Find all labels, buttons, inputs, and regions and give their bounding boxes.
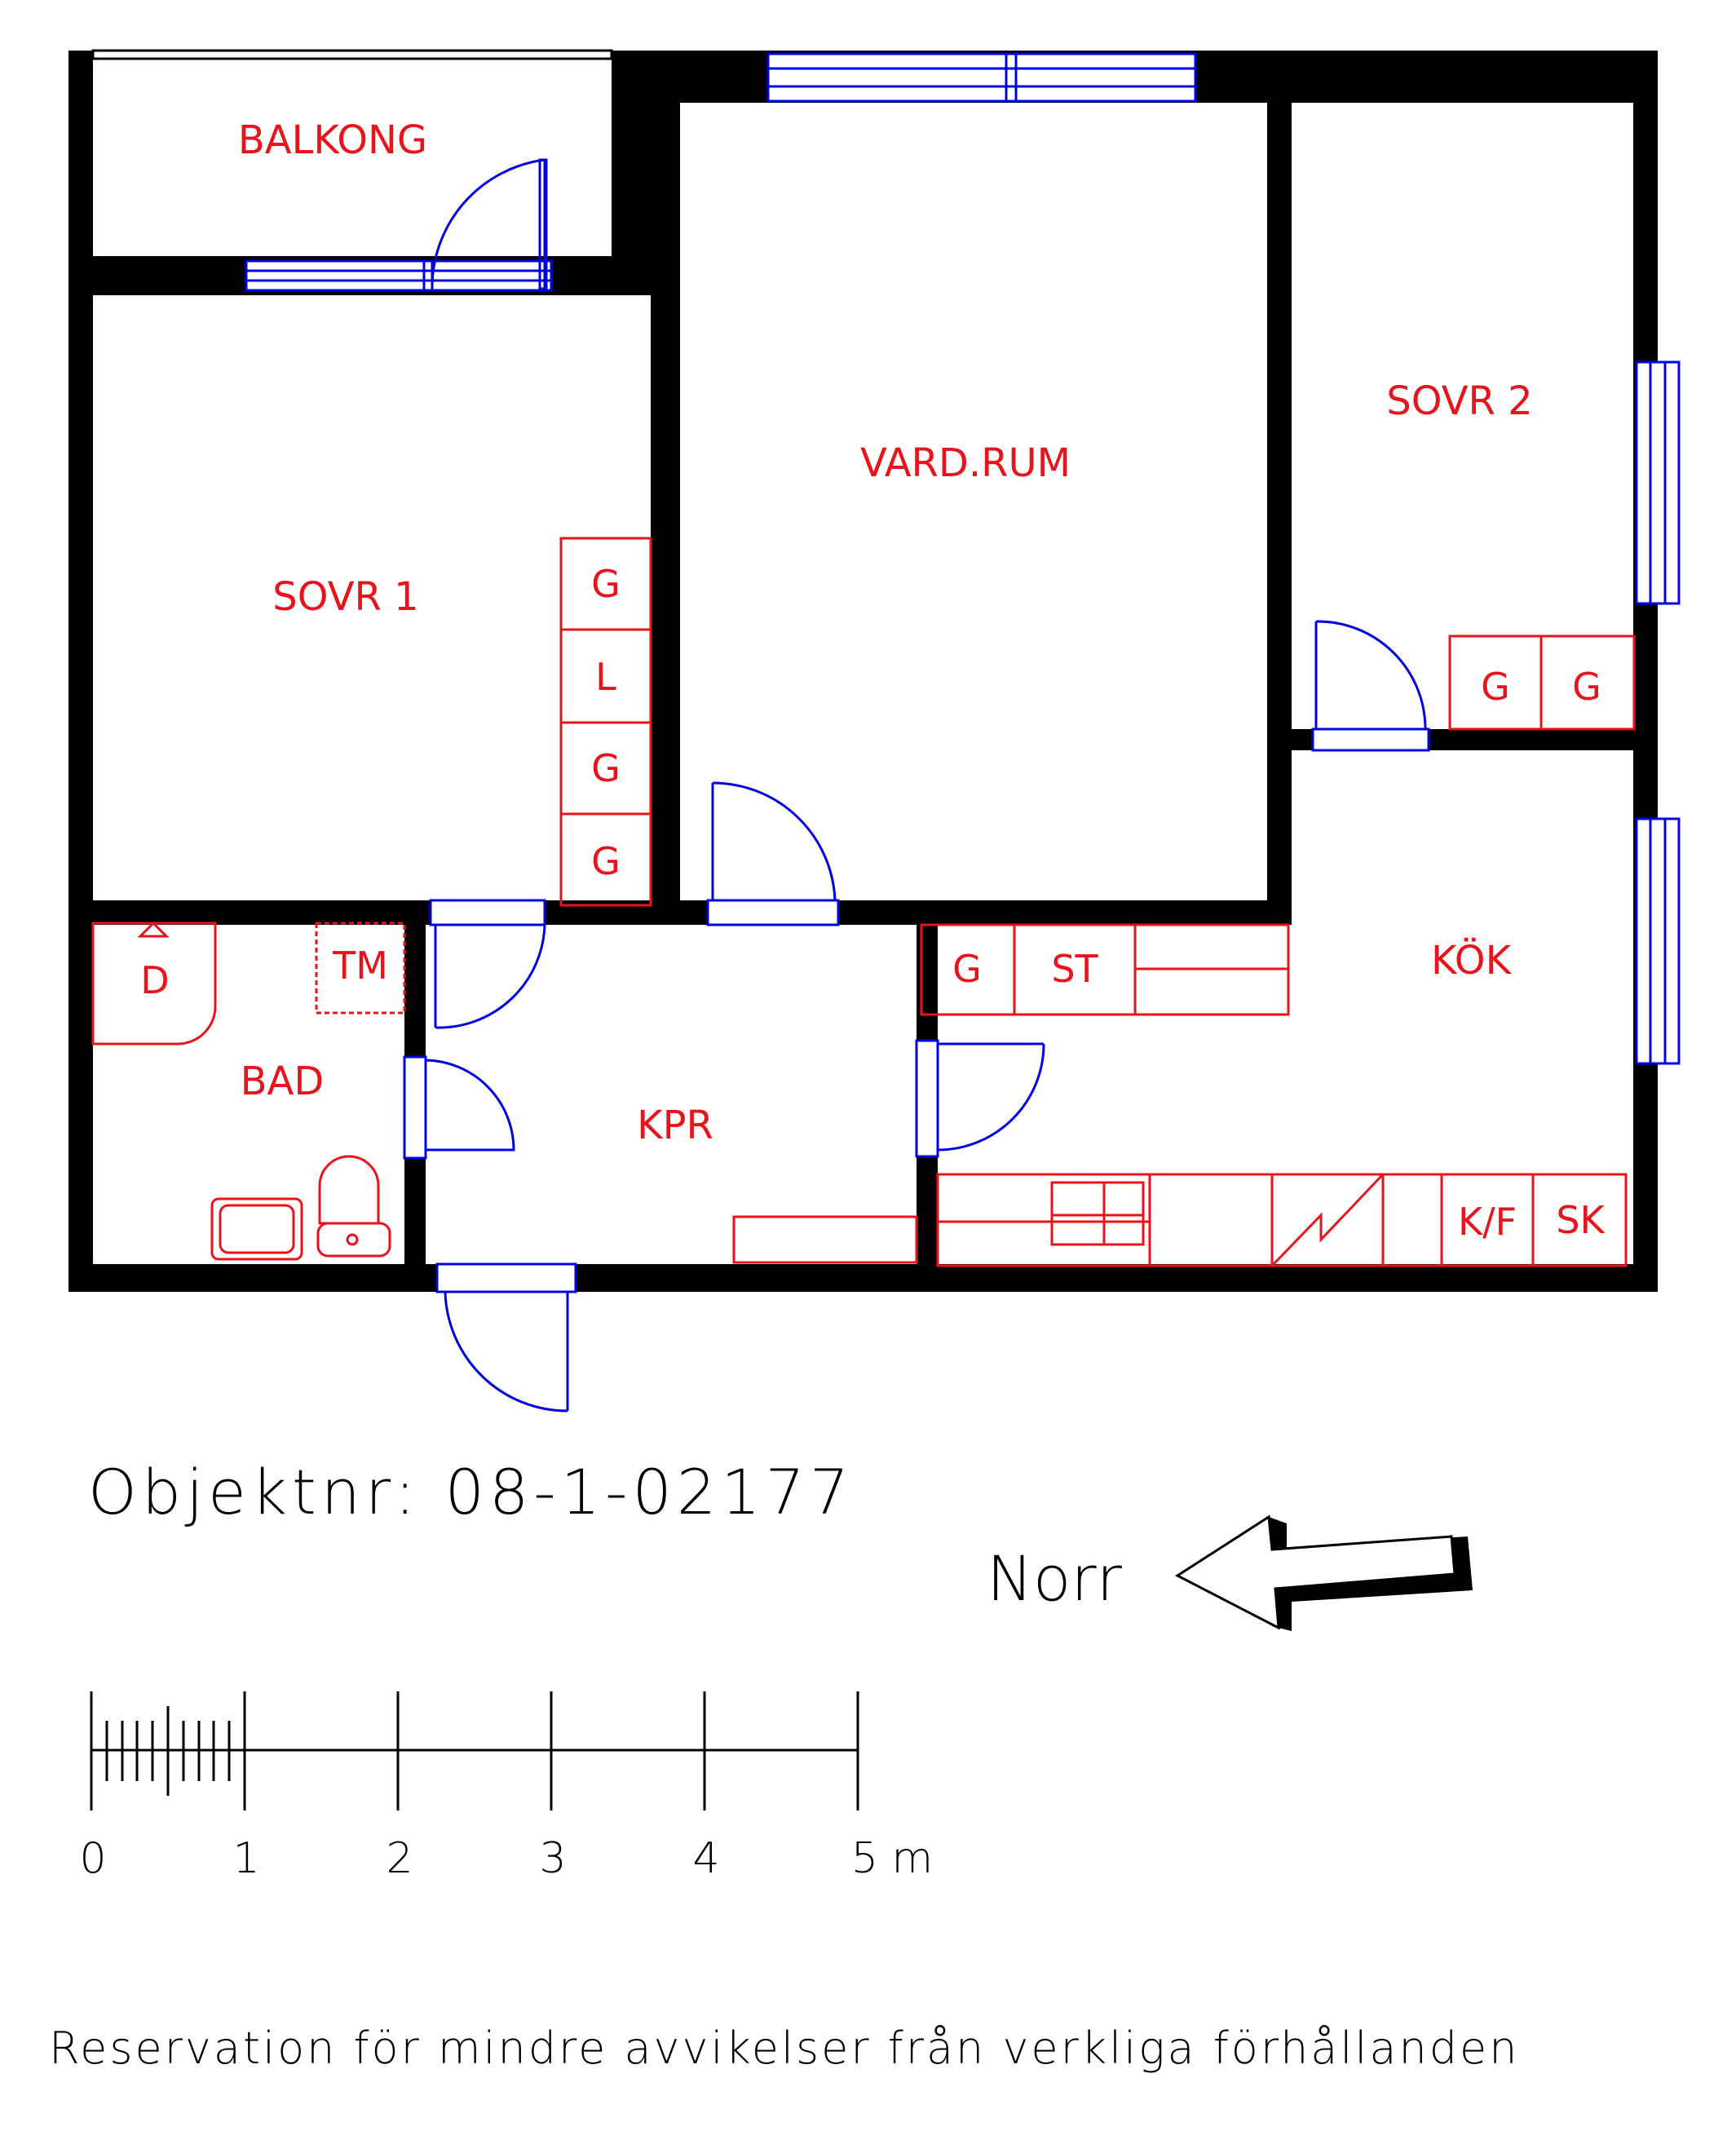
room-bad: BAD [241,1059,325,1104]
room-sovr2: SOVR 2 [1386,378,1532,424]
fixture-sovr2-g1: G [1481,665,1510,709]
fixture-bad-tm: TM [332,944,388,988]
room-labels: BALKONG VARD.RUM SOVR 1 SOVR 2 BAD KPR K… [238,117,1533,1148]
disclaimer: Reservation för mindre avvikelser från v… [49,2023,1519,2074]
window-top [766,52,1197,103]
scale-label-2: 2 [386,1834,413,1883]
scale-bar: 0 1 2 3 4 5 m [79,1691,933,1883]
room-balkong: BALKONG [238,117,427,163]
fixtures [91,537,1636,1267]
doors [403,158,1430,1413]
fixture-sovr1-g1: G [591,562,621,606]
north-label: Norr [987,1542,1123,1615]
room-sovr1: SOVR 1 [272,574,418,620]
fixture-labels: G L G G G G G ST K/F SK D TM [140,562,1606,1244]
room-kpr: KPR [637,1103,713,1148]
fixture-sovr2-g2: G [1572,665,1601,709]
window-balcony [245,259,553,292]
scale-label-3: 3 [539,1834,566,1883]
window-kok [1635,817,1681,1065]
windows [91,49,1681,1065]
scale-label-5: 5 m [851,1834,933,1883]
walls [68,51,1658,1292]
fixture-kok-g: G [952,947,982,991]
fixture-sovr1-g2: G [591,746,621,790]
room-kok: KÖK [1431,938,1513,984]
scale-label-0: 0 [79,1834,106,1883]
scale-label-4: 4 [692,1834,719,1883]
scale-label-1: 1 [232,1834,259,1883]
object-number: Objektnr: 08-1-02177 [88,1456,854,1528]
fixture-kok-kf: K/F [1458,1200,1517,1244]
window-sovr2 [1635,360,1681,605]
fixture-kok-st: ST [1051,947,1098,991]
north-arrow: Norr [987,1514,1473,1631]
fixture-kok-sk: SK [1556,1198,1606,1242]
room-vardrum: VARD.RUM [860,440,1071,486]
fixture-sovr1-g3: G [591,839,621,883]
fixture-sovr1-l: L [595,655,616,699]
fixture-bad-d: D [140,958,169,1002]
